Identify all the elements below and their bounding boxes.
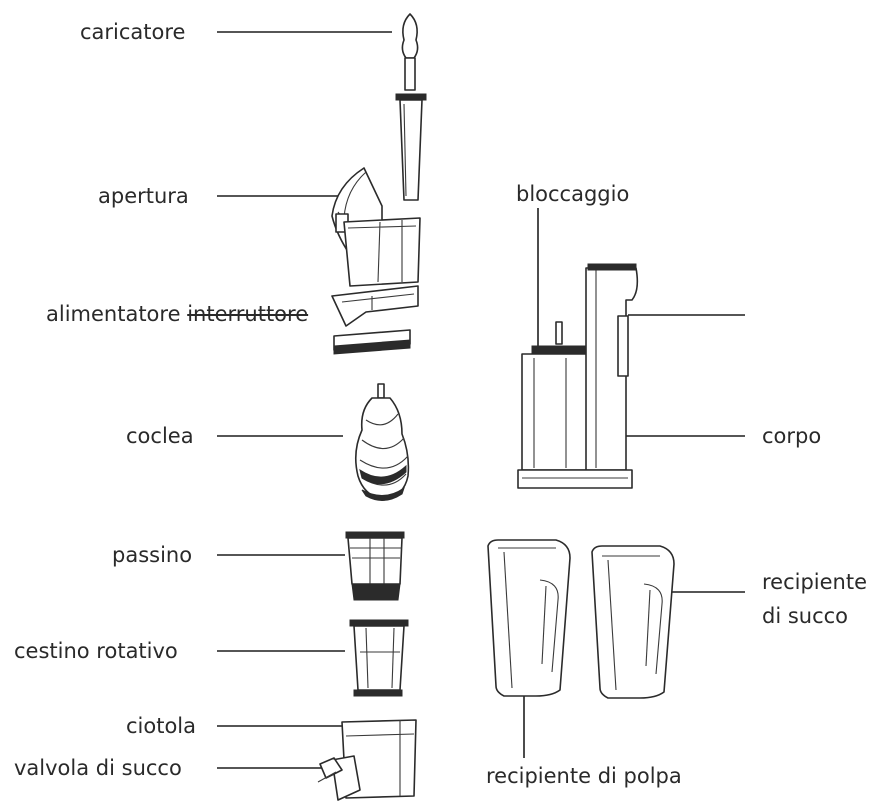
label-caricatore: caricatore [80, 20, 185, 44]
label-recipiente-di-succo-1: recipiente [762, 570, 867, 594]
label-valvola-di-succo: valvola di succo [14, 756, 182, 780]
label-bloccaggio: bloccaggio [516, 182, 629, 206]
juice-container-part [592, 546, 674, 698]
label-ciotola: ciotola [126, 714, 196, 738]
strainer-part [346, 532, 404, 600]
pulp-container-part [488, 540, 570, 696]
bowl-part [318, 720, 416, 800]
label-coclea: coclea [126, 424, 194, 448]
motor-body-part [518, 264, 637, 488]
label-interruttore-overlap: interruttore [187, 302, 308, 326]
label-passino: passino [112, 543, 192, 567]
label-recipiente-di-succo-2: di succo [762, 604, 848, 628]
label-corpo: corpo [762, 424, 821, 448]
pusher-part [396, 14, 426, 200]
auger-part [356, 384, 409, 501]
label-alimentatore-text: alimentatore [46, 302, 181, 326]
label-alimentatore: alimentatore interruttore [46, 302, 308, 326]
rotating-basket-part [350, 620, 408, 696]
label-recipiente-di-polpa: recipiente di polpa [486, 764, 682, 788]
label-apertura: apertura [98, 184, 189, 208]
label-cestino-rotativo: cestino rotativo [14, 639, 178, 663]
